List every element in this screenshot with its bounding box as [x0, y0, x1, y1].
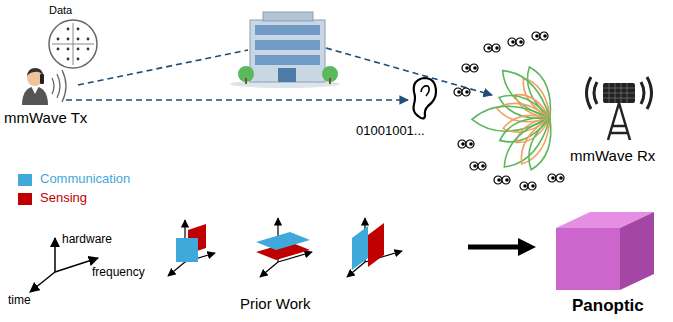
legend-swatch [18, 174, 32, 186]
label: 01001001... [356, 124, 425, 139]
constellation-icon [49, 20, 97, 68]
receiver-icon [587, 77, 652, 140]
propagation-path [66, 48, 492, 100]
label: time [8, 294, 31, 308]
prior-work-3 [347, 218, 402, 277]
legend-text: Communication [40, 172, 130, 187]
label: frequency [92, 266, 145, 280]
prior-work-1 [168, 220, 215, 276]
transition-arrow [468, 238, 536, 256]
legend-swatch [18, 193, 32, 205]
beam-pattern [472, 67, 551, 170]
label: Panoptic [572, 296, 644, 316]
label: hardware [62, 233, 112, 247]
label: mmWave Tx [4, 109, 87, 126]
ear-icon [414, 78, 437, 119]
person-icon [22, 68, 48, 105]
label: Prior Work [240, 295, 311, 312]
panoptic-cube [556, 212, 654, 290]
axes [30, 238, 98, 292]
legend-text: Sensing [40, 191, 87, 206]
prior-work-2 [256, 218, 312, 277]
eye-icons [454, 32, 564, 190]
label: Data [49, 4, 72, 17]
tx-waves [52, 70, 66, 102]
label: mmWave Rx [570, 147, 655, 164]
